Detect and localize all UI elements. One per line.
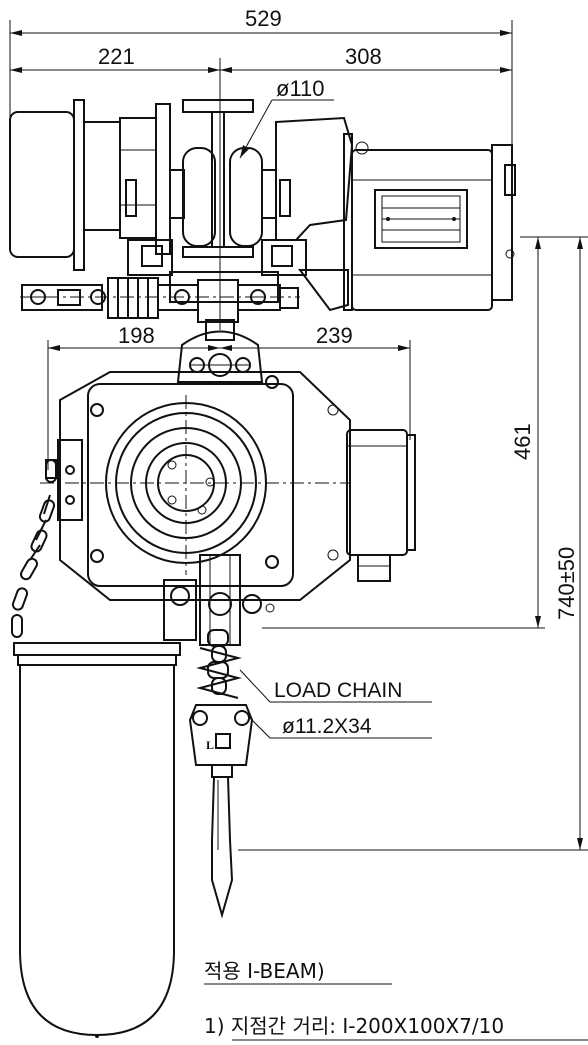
hand-chain bbox=[11, 459, 57, 638]
dimension-hoist-widths: 198 239 bbox=[47, 323, 411, 470]
dim-198: 198 bbox=[118, 323, 155, 348]
hoist-housing bbox=[40, 371, 351, 601]
dim-308: 308 bbox=[345, 44, 382, 69]
hook-block: L bbox=[188, 704, 254, 919]
trolley-wheels bbox=[125, 147, 291, 247]
dim-221: 221 bbox=[98, 44, 135, 69]
trolley-side-plates bbox=[127, 239, 307, 303]
dim-239: 239 bbox=[316, 323, 353, 348]
dimension-wheel-diameter: ø110 bbox=[239, 76, 334, 159]
dim-461: 461 bbox=[510, 423, 535, 460]
load-chain bbox=[196, 629, 242, 699]
dim-529: 529 bbox=[245, 6, 282, 31]
chain-bucket bbox=[13, 642, 181, 1038]
load-chain-callout: LOAD CHAIN ø11.2X34 bbox=[239, 669, 432, 739]
load-chain-spec: ø11.2X34 bbox=[282, 715, 372, 738]
i-beam-rail bbox=[182, 99, 254, 258]
notes-heading: 적용 I-BEAM) bbox=[204, 959, 325, 983]
gear-motor-right bbox=[275, 116, 516, 312]
hook-mark: L bbox=[206, 738, 214, 752]
trolley-motor-left bbox=[9, 99, 171, 271]
dim-wheel-110: ø110 bbox=[276, 76, 325, 101]
notes-item-1: 1) 지점간 거리: I-200X100X7/10 bbox=[204, 1014, 504, 1038]
trolley-axle bbox=[20, 277, 300, 341]
dimension-heights: 461 740±50 bbox=[238, 236, 588, 851]
dimension-overall-width: 529 bbox=[9, 6, 513, 160]
dimension-split-widths: 221 308 bbox=[10, 44, 512, 330]
hoist-suspension bbox=[176, 330, 264, 383]
hoist-motor-side bbox=[346, 429, 416, 582]
notes: 적용 I-BEAM) 1) 지점간 거리: I-200X100X7/10 bbox=[204, 959, 588, 1041]
dim-740: 740±50 bbox=[554, 547, 579, 620]
load-chain-title: LOAD CHAIN bbox=[274, 679, 402, 702]
